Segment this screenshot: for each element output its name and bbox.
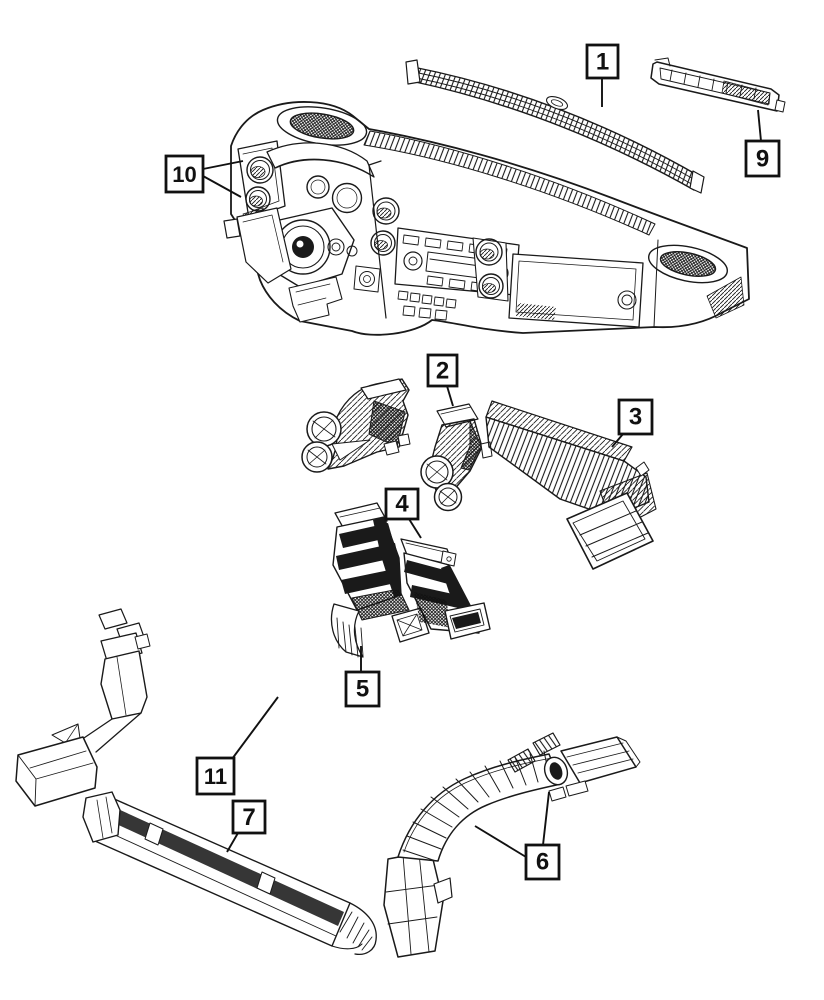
callout-2-leader <box>446 385 454 407</box>
callout-6: 6 <box>474 791 561 881</box>
rear-floor-duct-part-6 <box>383 732 641 958</box>
right-side-duct-part-3 <box>485 400 657 570</box>
callout-3: 3 <box>611 398 654 448</box>
callout-4-number: 4 <box>395 491 409 518</box>
callout-4: 4 <box>384 487 422 539</box>
callout-7: 7 <box>226 799 267 853</box>
left-demister-duct <box>301 378 411 473</box>
right-end-trim <box>653 239 659 328</box>
callout-9-number: 9 <box>756 146 769 173</box>
callout-3-leader <box>611 433 624 448</box>
dash-defroster-slot <box>363 130 656 236</box>
column-brackets <box>288 276 343 323</box>
center-right-vents <box>472 237 509 302</box>
callout-1: 1 <box>585 43 620 107</box>
right-speaker-grille <box>659 251 717 277</box>
callout-9-leader <box>757 109 762 142</box>
callout-9: 9 <box>744 109 781 178</box>
callout-4-leader <box>408 518 422 539</box>
callout-1-number: 1 <box>596 49 609 76</box>
glovebox-recess <box>508 253 644 328</box>
callout-11: 11 <box>195 696 279 796</box>
instrument-cluster <box>266 142 375 214</box>
callout-10-number: 10 <box>172 162 196 187</box>
callout-6-number: 6 <box>536 849 549 876</box>
callout-10: 10 <box>164 154 244 198</box>
callout-2: 2 <box>426 353 459 407</box>
callout-7-number: 7 <box>242 804 255 831</box>
climate-buttons <box>397 290 457 309</box>
right-floor-demister-duct-part-4 <box>400 538 491 640</box>
floor-distribution-duct-part-7 <box>82 791 377 956</box>
center-demister-duct-part-2 <box>420 403 493 512</box>
callout-11-number: 11 <box>204 764 227 789</box>
callout-2-number: 2 <box>436 358 449 385</box>
instrument-panel-illustration <box>223 101 750 336</box>
callout-3-number: 3 <box>629 404 642 431</box>
defroster-duct-grille-part <box>650 57 786 113</box>
callout-5-number: 5 <box>356 676 369 703</box>
callout-10-leader <box>202 160 244 198</box>
callout-7-leader <box>226 832 239 853</box>
knee-panel <box>236 207 292 284</box>
left-speaker-grille <box>289 112 355 140</box>
callout-11-leader <box>231 696 279 760</box>
right-speaker-bezel <box>648 244 728 284</box>
defroster-grille-part <box>405 59 705 194</box>
left-floor-outlet-duct <box>15 608 151 807</box>
callout-5: 5 <box>344 646 381 708</box>
callout-6-leader <box>474 791 550 858</box>
